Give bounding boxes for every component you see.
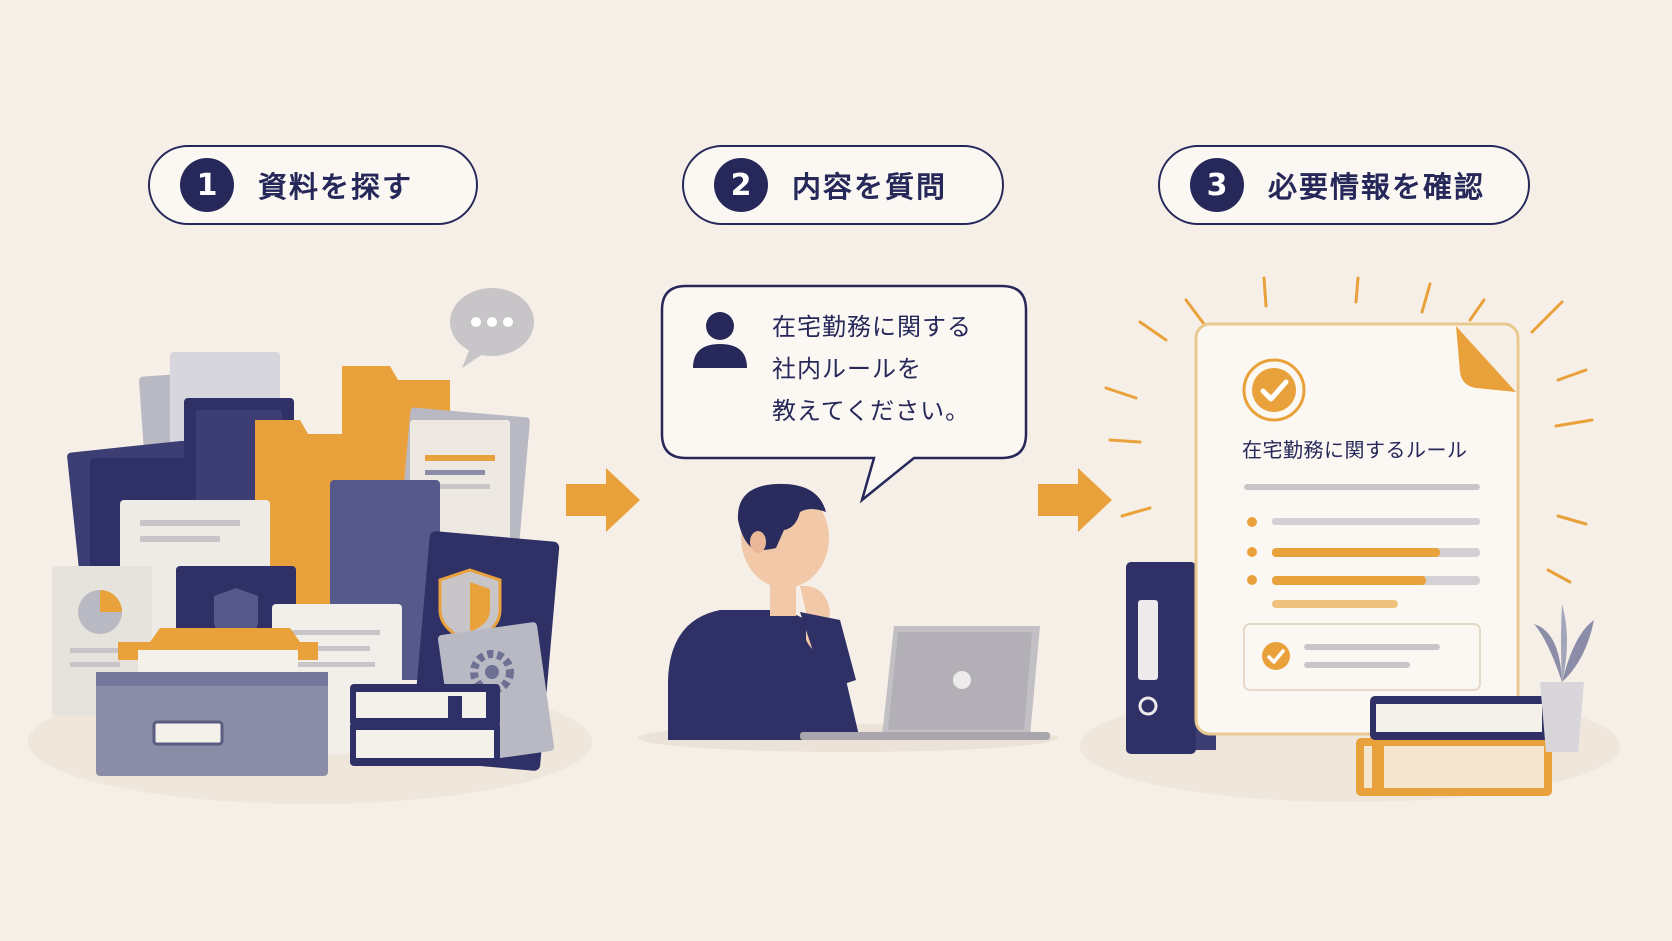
laptop-icon bbox=[800, 626, 1050, 740]
question-scene bbox=[638, 284, 1058, 752]
document-pile-illustration bbox=[28, 288, 592, 804]
speech-bubble bbox=[660, 284, 1028, 504]
arrow-right-icon bbox=[1038, 468, 1112, 532]
step-3-pill: 3 必要情報を確認 bbox=[1158, 145, 1530, 225]
step-1-number: 1 bbox=[180, 158, 234, 212]
arrow-right-icon bbox=[566, 468, 640, 532]
book-icon bbox=[350, 684, 500, 766]
step-2-label: 内容を質問 bbox=[792, 170, 948, 204]
check-icon bbox=[1242, 358, 1306, 422]
plant-icon bbox=[1534, 604, 1594, 752]
question-line-2: 社内ルールを bbox=[772, 355, 922, 383]
thinking-person bbox=[668, 483, 860, 740]
chat-bubble-icon bbox=[450, 288, 534, 368]
glow-rays bbox=[1104, 276, 1594, 584]
question-line-1: 在宅勤務に関する bbox=[772, 313, 972, 341]
book-icon bbox=[1356, 696, 1552, 796]
step-2-number: 2 bbox=[714, 158, 768, 212]
confirmed-document-scene bbox=[1080, 276, 1620, 802]
step-1-label: 資料を探す bbox=[258, 170, 414, 204]
check-icon bbox=[1262, 642, 1290, 670]
result-document-title: 在宅勤務に関するルール bbox=[1242, 438, 1468, 462]
question-text: 在宅勤務に関する 社内ルールを 教えてください。 bbox=[772, 306, 1012, 432]
question-line-3: 教えてください。 bbox=[772, 397, 971, 425]
step-3-number: 3 bbox=[1190, 158, 1244, 212]
gear-icon bbox=[470, 650, 514, 694]
step-3-label: 必要情報を確認 bbox=[1268, 170, 1486, 204]
user-icon bbox=[693, 312, 747, 368]
step-2-pill: 2 内容を質問 bbox=[682, 145, 1004, 225]
step-1-pill: 1 資料を探す bbox=[148, 145, 478, 225]
